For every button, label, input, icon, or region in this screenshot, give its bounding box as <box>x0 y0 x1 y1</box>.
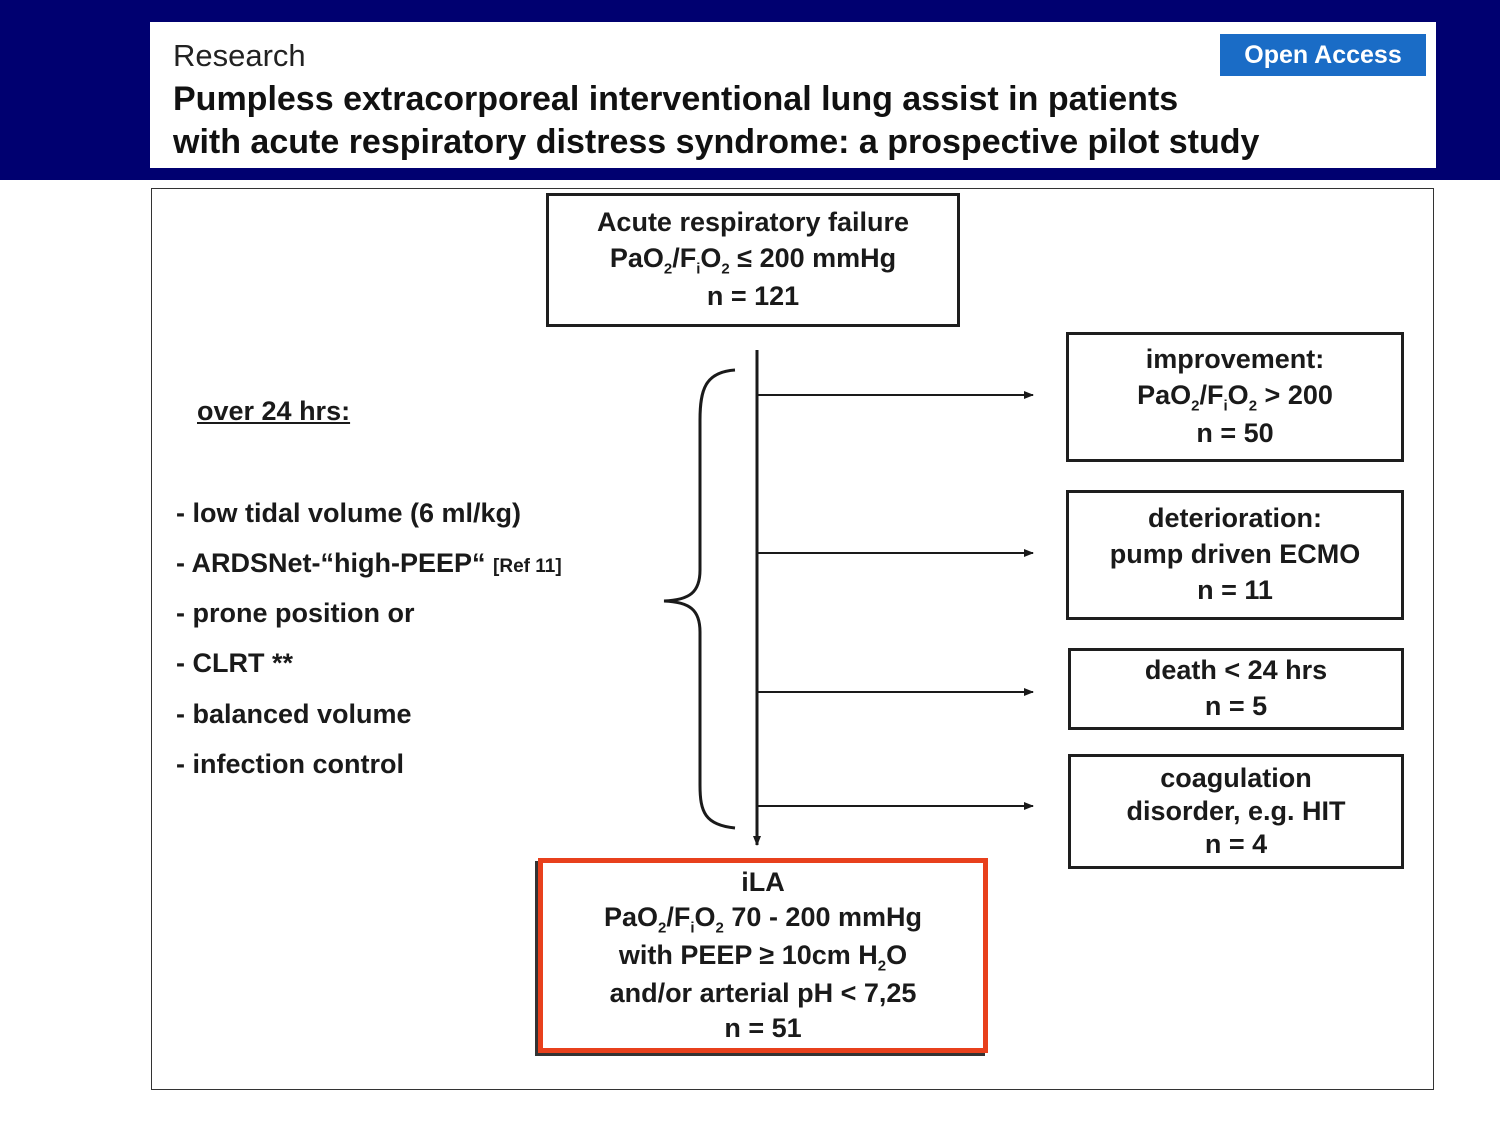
outcome-detail: pump driven ECMO <box>1109 539 1361 570</box>
outcome-deterioration-box: deterioration: pump driven ECMO n = 11 <box>1066 490 1404 620</box>
outcome-label: coagulation <box>1160 763 1312 794</box>
section-label: Research <box>173 38 306 73</box>
article-title-line-1: Pumpless extracorporeal interventional l… <box>173 80 1179 118</box>
ratio-pao: PaO <box>1137 379 1192 410</box>
ratio-value: ≤ 200 mmHg <box>737 242 897 273</box>
criteria-item: - CLRT ** <box>176 648 293 678</box>
criteria-item: - balanced volume <box>176 699 412 729</box>
ratio-o: O <box>1227 379 1249 410</box>
criteria-item: - low tidal volume (6 ml/kg) <box>176 498 522 528</box>
ila-ph: and/or arterial pH < 7,25 <box>609 977 917 1008</box>
outcome-label: death < 24 hrs <box>1144 655 1328 686</box>
start-count: n = 121 <box>706 281 800 312</box>
criteria-item: - infection control <box>176 749 404 779</box>
start-ratio: PaO2/FiO2 ≤ 200 mmHg <box>549 241 957 279</box>
ratio-f: /F <box>666 902 691 933</box>
outcome-improvement-box: improvement: PaO2/FiO2 > 200 n = 50 <box>1066 332 1404 462</box>
open-access-badge: Open Access <box>1220 34 1426 76</box>
article-header: Research Pumpless extracorporeal interve… <box>150 22 1436 168</box>
sub-2: 2 <box>715 919 724 937</box>
sub-i: i <box>696 260 701 278</box>
peep-text: with PEEP ≥ 10cm H <box>618 939 878 970</box>
outcome-label: improvement: <box>1145 343 1325 374</box>
sub-2: 2 <box>1248 397 1258 415</box>
criteria-item: - ARDSNet-“high-PEEP“ [Ref 11] <box>176 545 562 585</box>
ratio-o: O <box>700 242 722 273</box>
sub-2: 2 <box>721 260 730 278</box>
outcome-count: n = 4 <box>1204 828 1268 859</box>
sub-i: i <box>690 919 695 937</box>
start-title: Acute respiratory failure <box>596 206 910 237</box>
ratio-o: O <box>694 902 716 933</box>
sub-2: 2 <box>1191 397 1200 415</box>
ratio-pao: PaO <box>603 902 659 933</box>
sub-2: 2 <box>663 260 673 278</box>
article-title: Pumpless extracorporeal interventional l… <box>173 78 1436 164</box>
outcome-count: n = 11 <box>1197 574 1273 605</box>
article-title-line-2: with acute respiratory distress syndrome… <box>173 123 1260 161</box>
ila-peep: with PEEP ≥ 10cm H2O <box>543 938 983 976</box>
ila-ratio: PaO2/FiO2 70 - 200 mmHg <box>543 900 983 938</box>
outcome-detail: disorder, e.g. HIT <box>1126 796 1346 827</box>
ratio-value: 70 - 200 mmHg <box>731 902 922 933</box>
outcome-count: n = 50 <box>1196 418 1274 449</box>
sub-2: 2 <box>877 957 887 975</box>
ratio-f: /F <box>672 242 697 273</box>
outcome-count: n = 5 <box>1204 691 1268 721</box>
ratio-f: /F <box>1199 379 1224 410</box>
criteria-heading: over 24 hrs: <box>197 396 351 426</box>
outcome-label: deterioration: <box>1147 503 1322 534</box>
ila-title: iLA <box>741 866 785 897</box>
criteria-brace <box>663 368 736 830</box>
criteria-item-text: - ARDSNet-“high-PEEP“ <box>176 548 486 578</box>
peep-o: O <box>886 939 908 970</box>
ila-box: iLA PaO2/FiO2 70 - 200 mmHg with PEEP ≥ … <box>538 858 988 1053</box>
ratio-value: > 200 <box>1264 379 1333 410</box>
criteria-item: - prone position or <box>176 598 415 628</box>
ila-count: n = 51 <box>724 1012 802 1043</box>
outcome-death-box: death < 24 hrs n = 5 <box>1068 648 1404 730</box>
ratio-pao: PaO <box>609 242 664 273</box>
sub-2: 2 <box>658 919 667 937</box>
outcome-coagulation-box: coagulation disorder, e.g. HIT n = 4 <box>1068 754 1404 869</box>
criteria-reference: [Ref 11] <box>493 556 562 577</box>
outcome-ratio: PaO2/FiO2 > 200 <box>1069 378 1401 416</box>
start-box: Acute respiratory failure PaO2/FiO2 ≤ 20… <box>546 193 960 327</box>
sub-i: i <box>1223 397 1228 415</box>
